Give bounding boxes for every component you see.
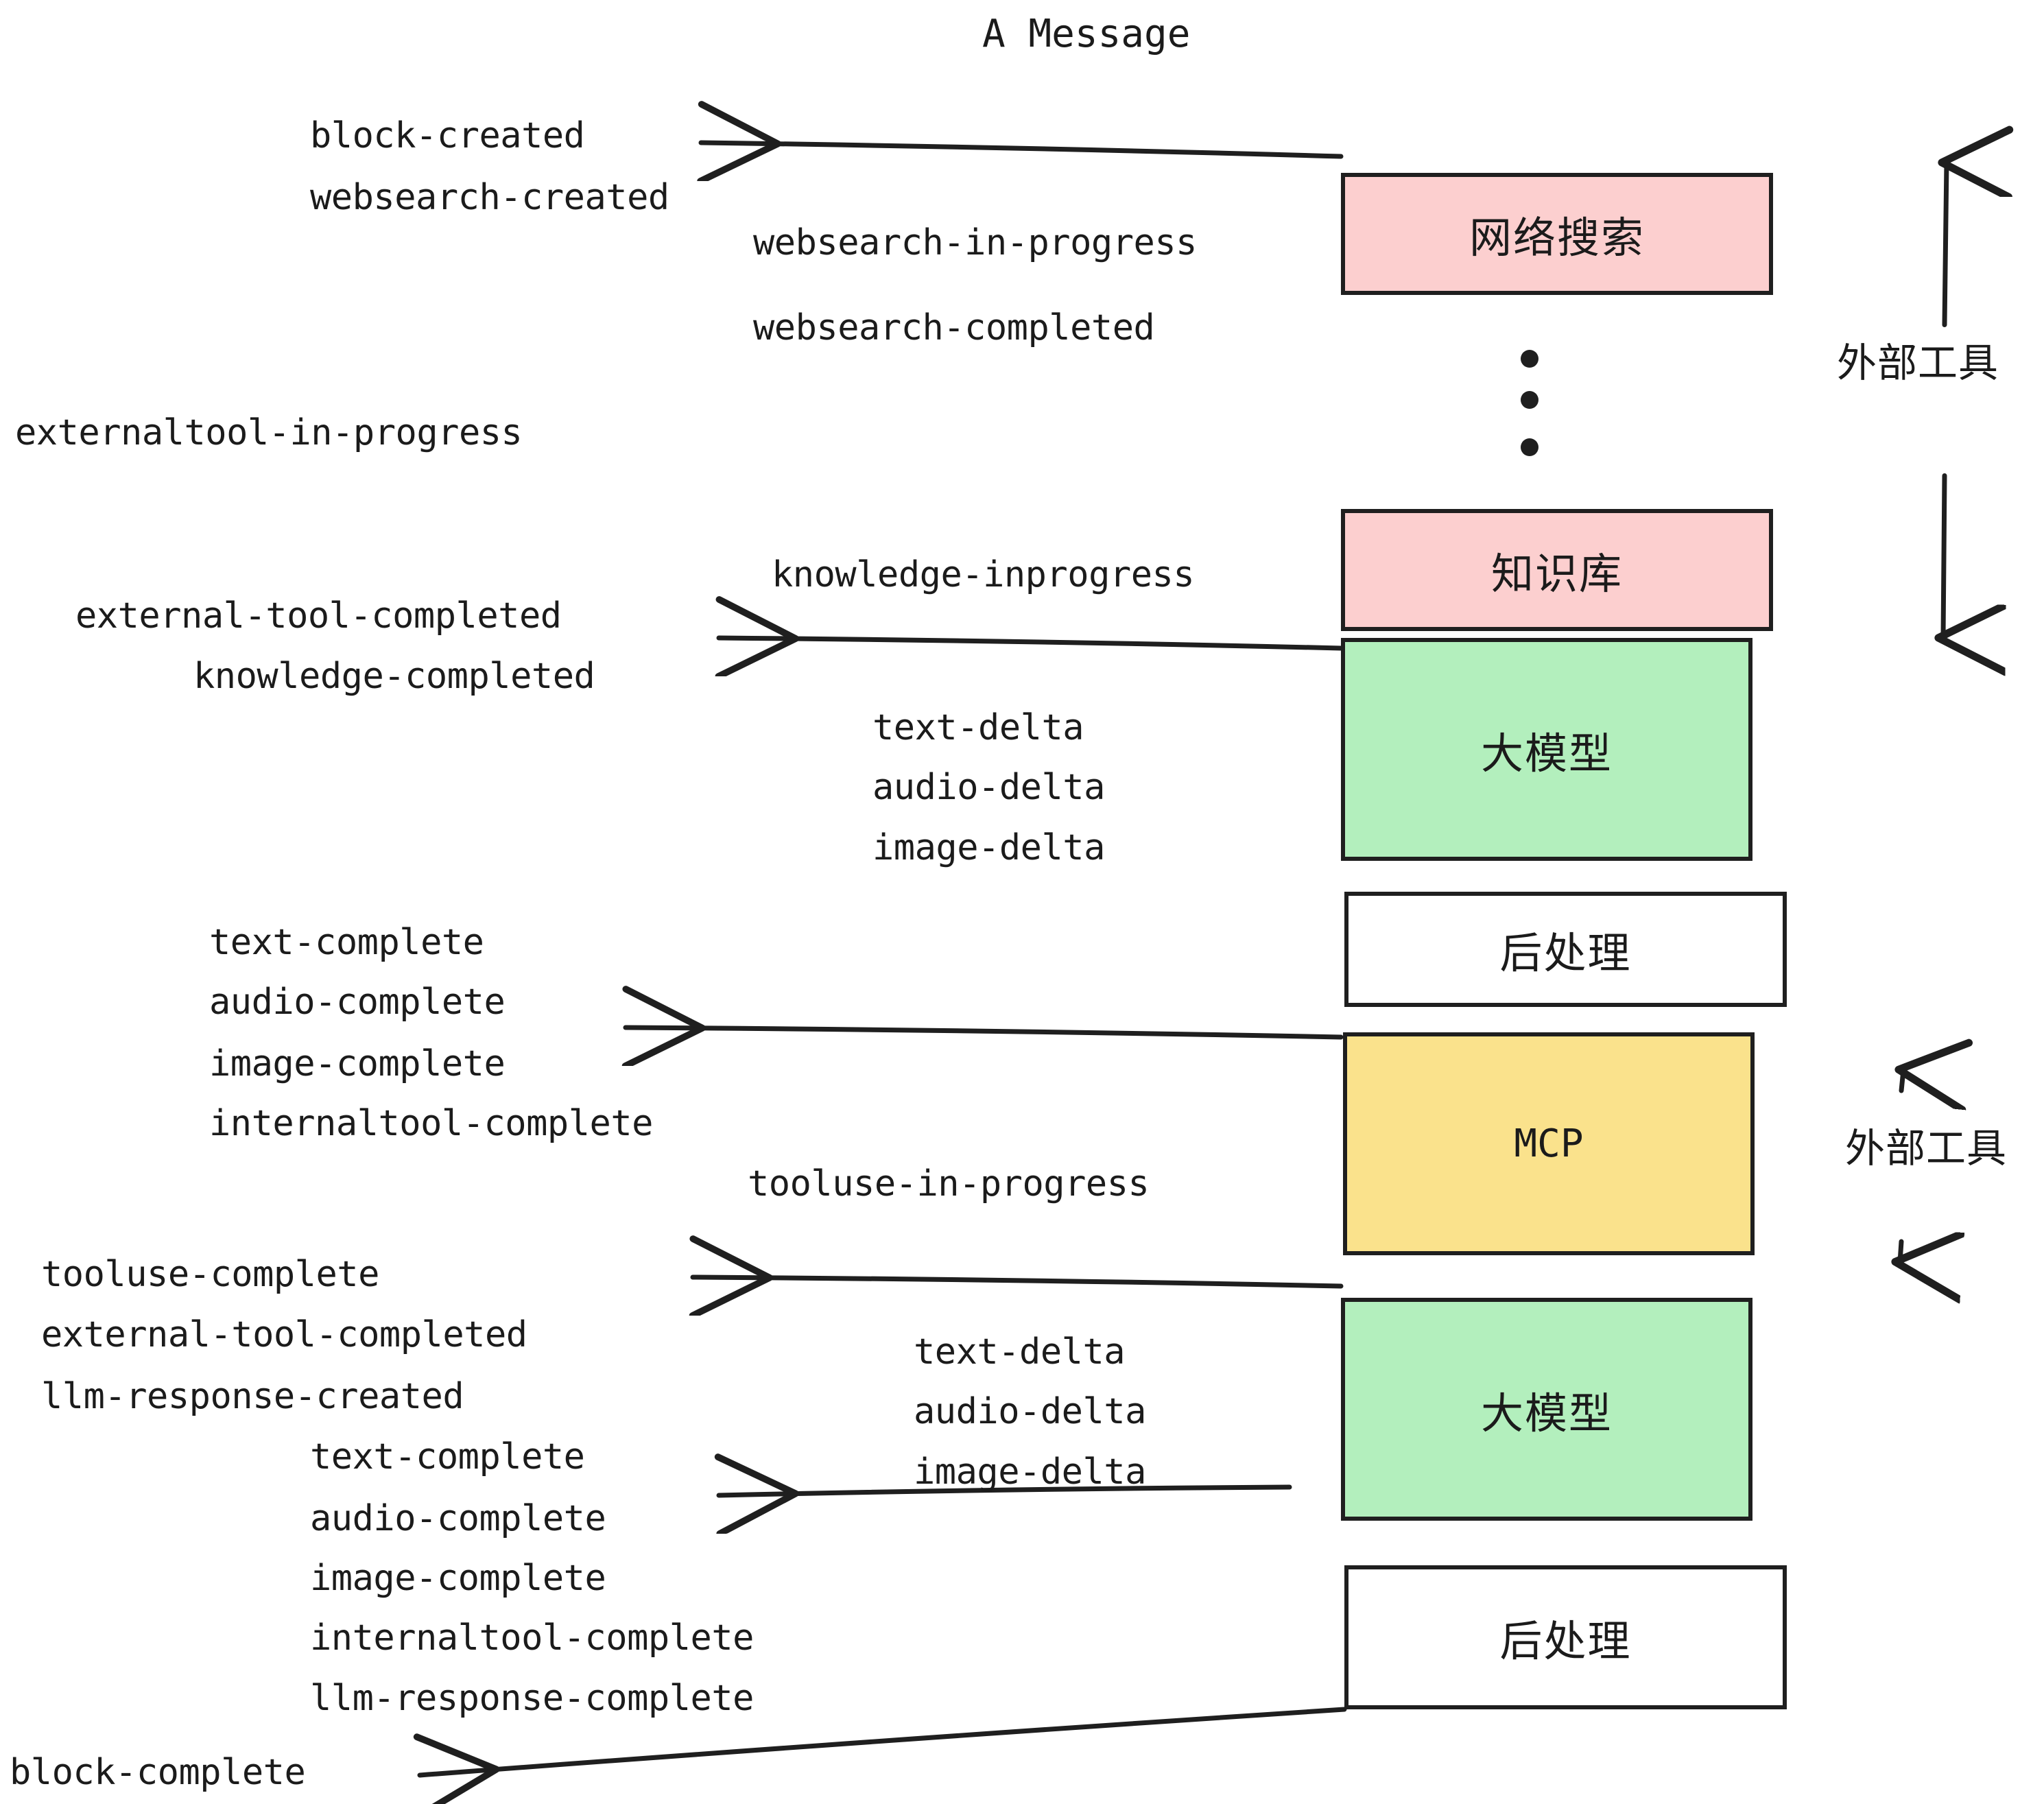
ellipsis-dot: [1521, 350, 1538, 368]
ellipsis-dot: [1521, 391, 1538, 409]
arrow-block-complete: [420, 1707, 1347, 1775]
external-tool-top-arrow-up: [1945, 163, 1947, 327]
event-label-image-complete-1: image-complete: [209, 1043, 506, 1084]
flow-arrow-group: [420, 143, 1347, 1775]
node-box-websearch: 网络搜索: [1341, 173, 1773, 295]
ellipsis-dot: [1521, 438, 1538, 456]
event-label-llm-response-complete: llm-response-complete: [310, 1678, 754, 1719]
event-label-tooluse-complete: tooluse-complete: [41, 1254, 379, 1295]
side-label-external-tool-bottom: 外部工具: [1845, 1125, 2008, 1172]
brace-arrow-group: [1900, 163, 1947, 1262]
arrow-audio-complete: [719, 1487, 1292, 1495]
event-label-knowledge-inprogress: knowledge-inprogress: [772, 554, 1195, 595]
event-label-text-delta-2: text-delta: [914, 1331, 1126, 1373]
page-title: A Message: [982, 12, 1191, 56]
event-label-block-complete: block-complete: [10, 1752, 306, 1793]
event-label-audio-delta-2: audio-delta: [914, 1391, 1146, 1432]
event-label-knowledge-completed: knowledge-completed: [193, 656, 595, 697]
event-label-tooluse-in-progress: tooluse-in-progress: [748, 1163, 1150, 1204]
event-label-external-tool-completed-2: external-tool-completed: [41, 1314, 527, 1355]
event-label-image-delta-1: image-delta: [872, 827, 1105, 868]
event-label-text-complete-1: text-complete: [209, 922, 484, 963]
event-label-audio-complete-2: audio-complete: [310, 1498, 606, 1539]
event-label-websearch-created: websearch-created: [310, 177, 669, 218]
event-label-text-delta-1: text-delta: [872, 707, 1084, 748]
event-label-externaltool-in-progress: externaltool-in-progress: [15, 412, 523, 453]
event-label-websearch-completed: websearch-completed: [753, 307, 1155, 348]
event-label-audio-complete-1: audio-complete: [209, 982, 506, 1023]
external-tool-top-arrow-down: [1943, 473, 1945, 639]
event-label-internaltool-complete-2: internaltool-complete: [310, 1617, 754, 1659]
event-label-block-created: block-created: [310, 115, 585, 156]
event-label-image-delta-2: image-delta: [914, 1451, 1146, 1493]
arrow-block-created: [701, 143, 1344, 156]
arrow-knowledge-completed: [719, 638, 1344, 648]
event-label-text-complete-2: text-complete: [310, 1436, 585, 1477]
side-label-external-tool-top: 外部工具: [1837, 340, 1999, 386]
arrow-tooluse-complete: [693, 1277, 1344, 1286]
external-tool-bottom-arrow-down: [1900, 1242, 1901, 1262]
node-box-post-top: 后处理: [1344, 892, 1787, 1007]
event-label-llm-response-created: llm-response-created: [41, 1376, 464, 1417]
node-box-llm-top: 大模型: [1341, 638, 1752, 861]
event-label-image-complete-2: image-complete: [310, 1558, 606, 1599]
node-box-llm-bottom: 大模型: [1341, 1298, 1752, 1521]
arrow-image-complete: [626, 1028, 1344, 1037]
event-label-external-tool-completed-1: external-tool-completed: [75, 595, 562, 637]
event-label-websearch-in-progress: websearch-in-progress: [753, 222, 1197, 263]
node-box-post-bottom: 后处理: [1344, 1565, 1787, 1709]
node-box-mcp: MCP: [1343, 1032, 1755, 1255]
node-box-knowledge: 知识库: [1341, 509, 1773, 631]
event-label-audio-delta-1: audio-delta: [872, 767, 1105, 808]
external-tool-bottom-arrow-up: [1901, 1070, 1903, 1091]
event-label-internaltool-complete-1: internaltool-complete: [209, 1103, 653, 1144]
